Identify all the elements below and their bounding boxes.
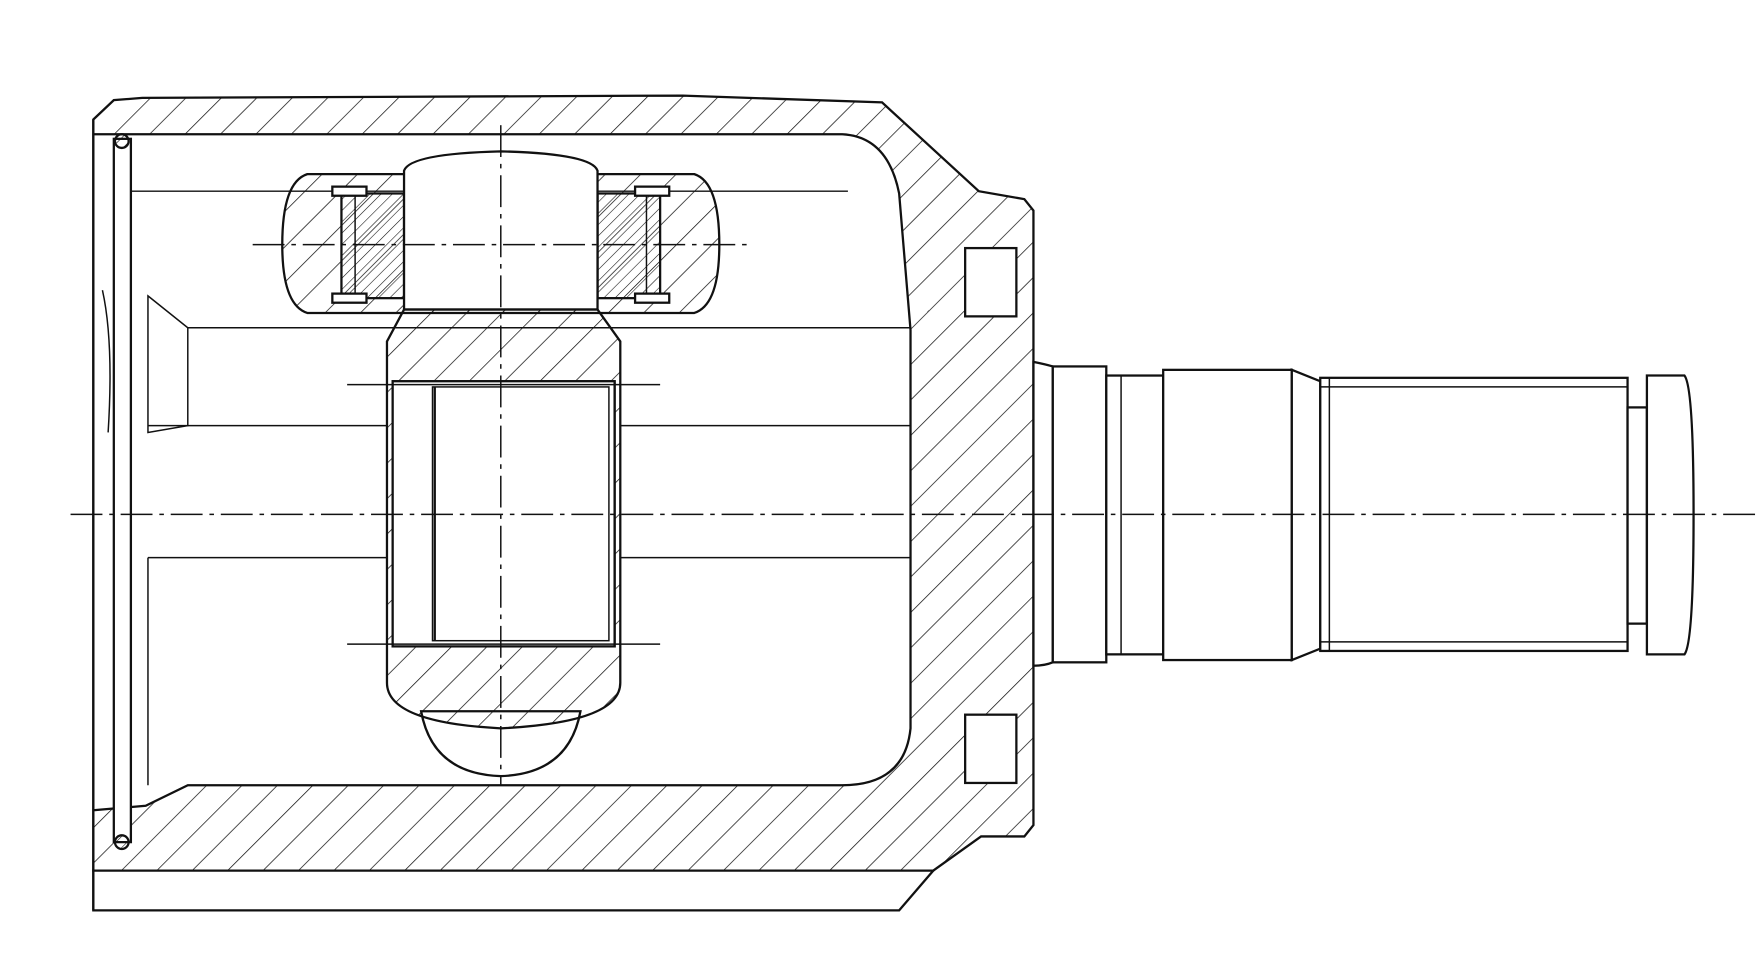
circlip [112, 133, 133, 851]
housing-section [92, 94, 1035, 872]
spider-body [347, 308, 661, 778]
housing-bottom-band [92, 869, 936, 912]
housing-pocket-top [964, 246, 1018, 318]
housing-pocket-bottom [964, 713, 1018, 785]
